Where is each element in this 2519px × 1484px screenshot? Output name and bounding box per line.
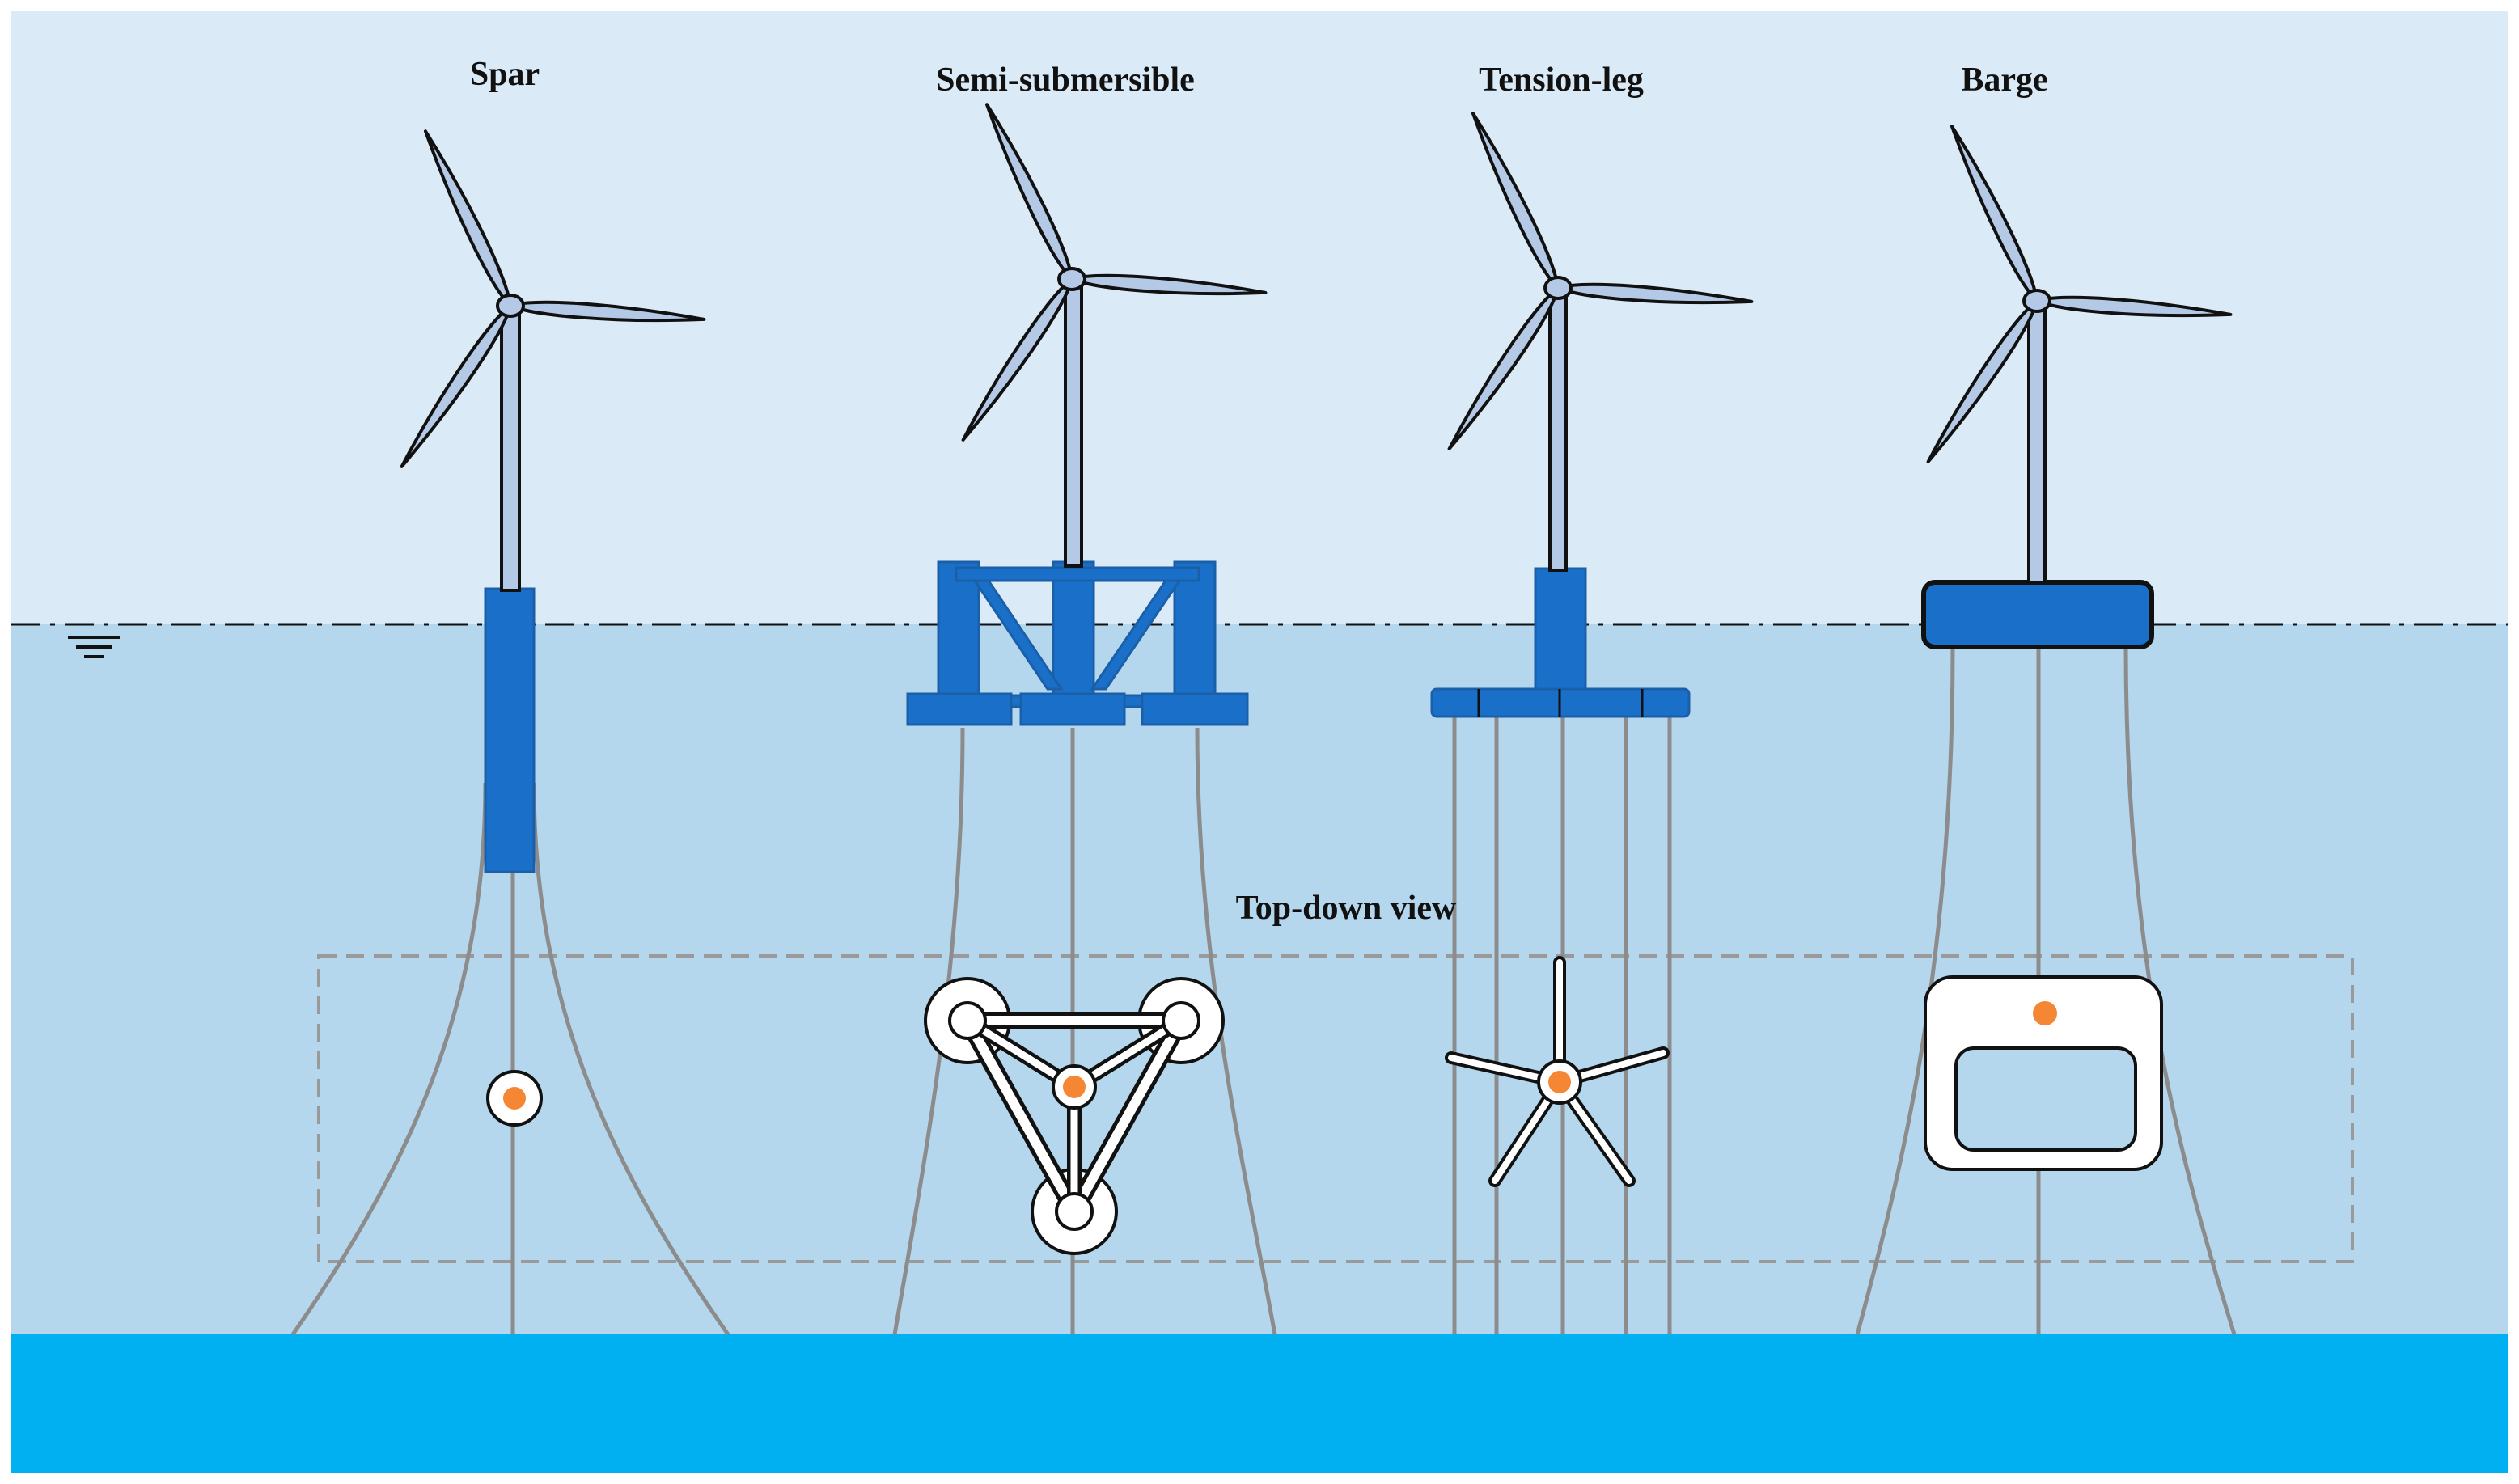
tower	[1548, 290, 1568, 572]
tower	[500, 306, 521, 592]
tension-leg-tendons	[1452, 712, 1672, 1334]
sky-area	[11, 11, 2508, 624]
water-level-icon	[68, 636, 120, 658]
center-marker	[503, 1087, 526, 1110]
spar-platform	[484, 587, 536, 873]
label-barge: Barge	[1961, 61, 2047, 99]
label-top-down-view: Top-down view	[1236, 890, 1457, 927]
tower	[2027, 302, 2047, 584]
barge-platform	[1921, 580, 2154, 649]
center-marker	[1063, 1076, 1086, 1098]
center-marker	[1548, 1071, 1571, 1093]
semi-turbine	[956, 101, 1266, 568]
label-semi-submersible: Semi-submersible	[936, 61, 1195, 99]
tension-leg-turbine	[1442, 110, 1752, 572]
tension-leg-top-down	[1445, 956, 1670, 1187]
center-marker	[2033, 1001, 2057, 1025]
label-tension-leg: Tension-leg	[1479, 61, 1644, 99]
semi-submersible-platform	[906, 560, 1249, 726]
label-spar: Spar	[470, 56, 540, 93]
barge-top-down	[1924, 975, 2163, 1171]
top-down-view-frame	[317, 954, 2354, 1263]
semi-top-down	[924, 977, 1225, 1255]
tower	[1064, 281, 1083, 568]
spar-top-down	[486, 1070, 543, 1127]
tension-leg-platform	[1430, 567, 1691, 718]
spar-turbine	[395, 128, 705, 592]
seabed	[11, 1334, 2508, 1473]
barge-turbine	[1921, 123, 2231, 584]
